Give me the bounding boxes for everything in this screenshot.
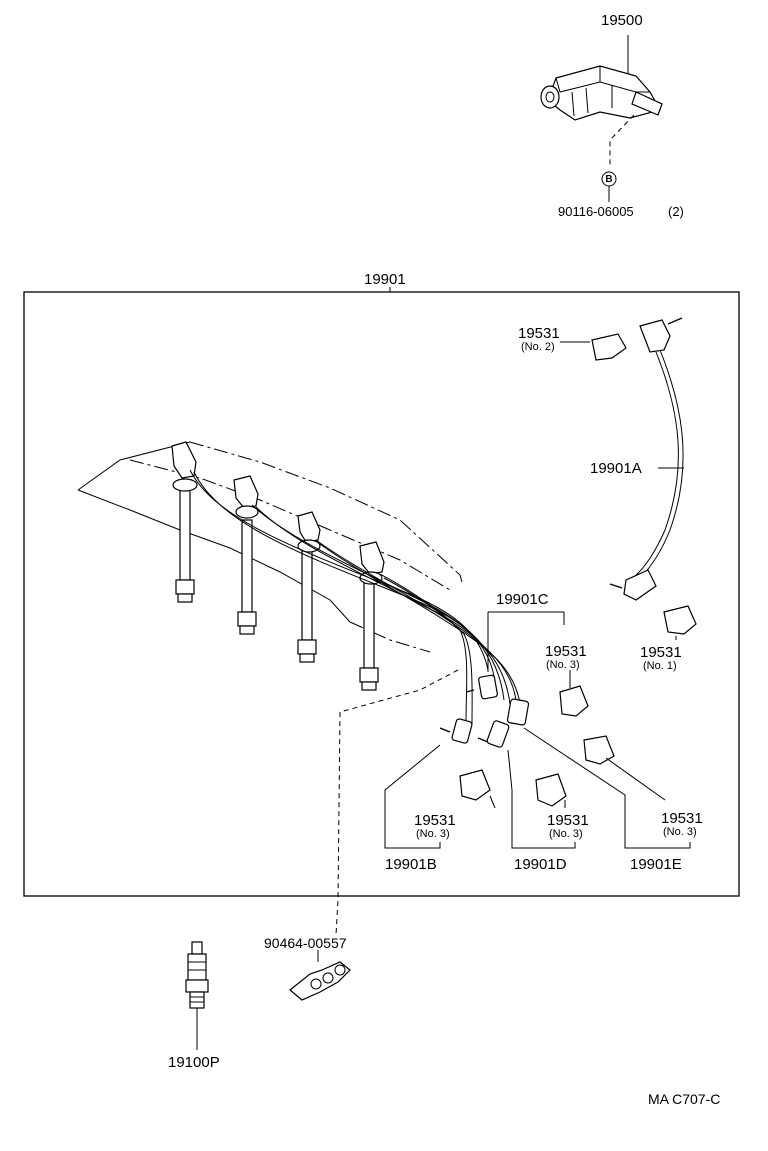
label-cord-set: 19901 bbox=[364, 271, 406, 288]
ignition-coil-drawing bbox=[540, 35, 663, 202]
label-holder-e-no3: 19531 bbox=[661, 810, 703, 827]
label-cord-b: 19901B bbox=[385, 856, 437, 873]
spark-plug-drawing bbox=[185, 941, 209, 1050]
label-cord-c: 19901C bbox=[496, 591, 549, 608]
label-holder-b-no3: 19531 bbox=[414, 812, 456, 829]
figure-code: MA C707-C bbox=[648, 1091, 721, 1107]
plug-boots bbox=[171, 441, 385, 585]
label-spark-plug: 19100P bbox=[168, 1054, 220, 1071]
bolt-marker: B bbox=[605, 174, 613, 185]
label-holder-no1-note: (No. 1) bbox=[643, 660, 677, 672]
label-holder-d-no3: 19531 bbox=[547, 812, 589, 829]
cord-19901a-drawing bbox=[609, 317, 684, 601]
label-clamp: 90464-00557 bbox=[264, 935, 347, 951]
label-holder-no2-note: (No. 2) bbox=[521, 341, 555, 353]
label-coil-bolt-qty: (2) bbox=[668, 204, 684, 219]
cord-set-frame bbox=[23, 291, 740, 897]
cord-harness bbox=[189, 469, 521, 725]
label-cord-e: 19901E bbox=[630, 856, 682, 873]
holder-drawings bbox=[459, 333, 697, 807]
plug-tubes bbox=[175, 489, 379, 691]
label-coil-bolt: 90116-06005 bbox=[558, 204, 634, 219]
label-cord-a: 19901A bbox=[590, 460, 642, 477]
label-holder-no1: 19531 bbox=[640, 644, 682, 661]
label-holder-b-no3-note: (No. 3) bbox=[416, 828, 450, 840]
label-holder-c-no3: 19531 bbox=[545, 643, 587, 660]
cord-terminals bbox=[439, 674, 530, 748]
label-holder-no2: 19531 bbox=[518, 325, 560, 342]
label-holder-d-no3-note: (No. 3) bbox=[549, 828, 583, 840]
label-cord-d: 19901D bbox=[514, 856, 567, 873]
leader-lines bbox=[384, 467, 691, 849]
label-holder-c-no3-note: (No. 3) bbox=[546, 659, 580, 671]
label-holder-e-no3-note: (No. 3) bbox=[663, 826, 697, 838]
label-ignition-coil: 19500 bbox=[601, 12, 643, 29]
clamp-drawing bbox=[289, 950, 351, 1001]
